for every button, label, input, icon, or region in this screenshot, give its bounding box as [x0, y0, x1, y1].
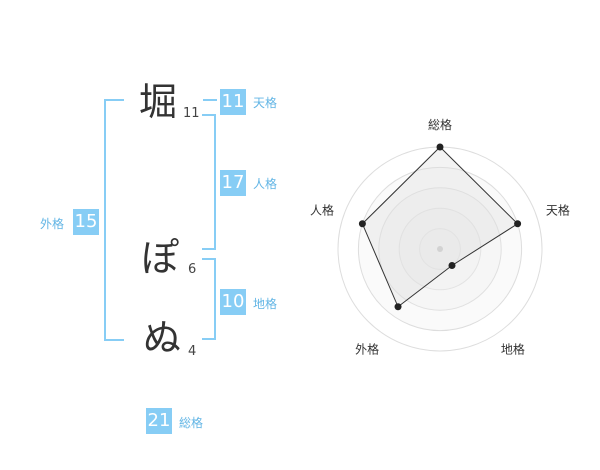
radar-points	[358, 143, 522, 311]
tenkaku-value: 11	[220, 89, 246, 115]
radar-axis-label-4: 人格	[310, 203, 334, 218]
radar-point-2	[448, 262, 456, 270]
radar-point-1	[514, 220, 522, 228]
radar-point-4	[358, 220, 366, 228]
stroke-count-3: 4	[188, 344, 197, 359]
jinkaku-value: 17	[220, 170, 246, 196]
radar-point-3	[394, 303, 402, 311]
gaikaku-bracket	[104, 99, 124, 341]
tenkaku-label: 天格	[253, 96, 278, 110]
chikaku-bracket	[202, 258, 216, 340]
radar-point-0	[436, 143, 444, 151]
radar-rings	[337, 146, 543, 352]
radar-area	[361, 146, 519, 308]
chikaku-label: 地格	[253, 297, 278, 311]
jinkaku-label: 人格	[253, 177, 278, 191]
jinkaku-bracket	[202, 114, 216, 250]
stroke-count-2: 6	[188, 262, 197, 277]
name-char-3: ぬ	[143, 316, 182, 360]
name-char-2: ぽ	[141, 236, 180, 280]
radar-axis-label-3: 外格	[355, 341, 379, 356]
soukaku-value: 21	[146, 408, 172, 434]
tenkaku-connector	[203, 99, 217, 101]
chikaku-value: 10	[220, 289, 246, 315]
gaikaku-label: 外格	[40, 217, 65, 231]
stroke-count-1: 11	[183, 106, 200, 121]
radar-center	[437, 246, 443, 252]
radar-axis-label-1: 天格	[546, 203, 570, 218]
gaikaku-value: 15	[73, 209, 99, 235]
name-char-1: 堀	[139, 80, 178, 124]
radar-axis-label-0: 総格	[428, 117, 452, 132]
radar-axis-label-2: 地格	[501, 341, 525, 356]
soukaku-label: 総格	[179, 416, 204, 430]
